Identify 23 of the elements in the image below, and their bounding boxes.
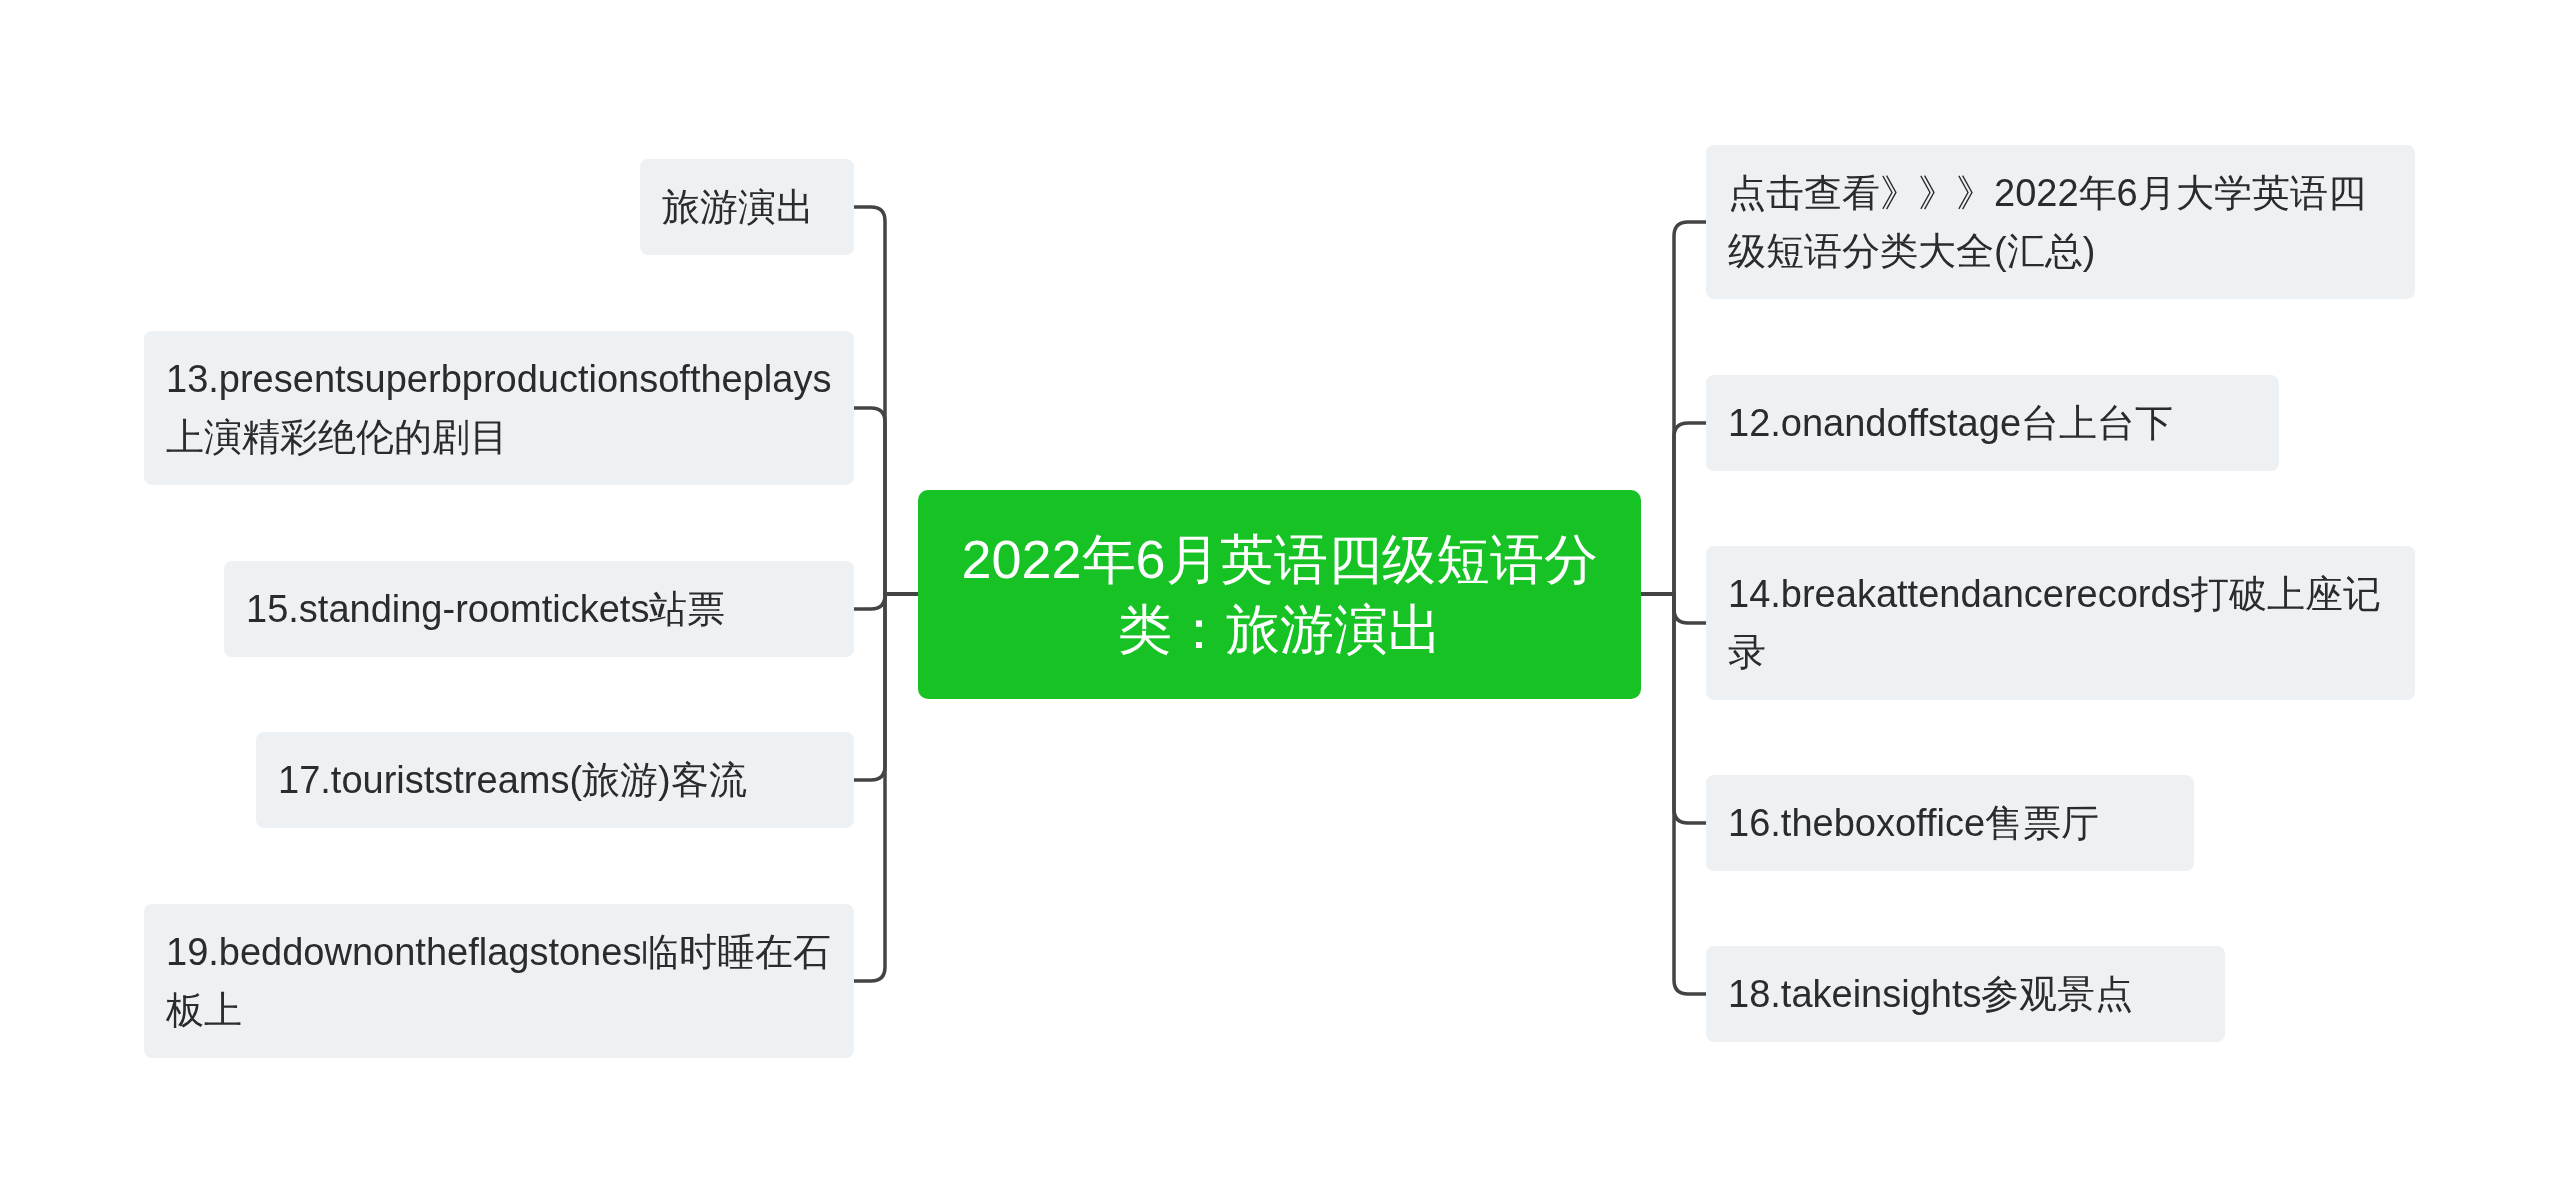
topic-text: 18.takeinsights参观景点 — [1728, 972, 2135, 1017]
topic-box — [640, 159, 854, 255]
topic-box — [1706, 145, 2415, 299]
topic-box — [1706, 375, 2279, 471]
topic-text: 13.presentsuperbproductionsoftheplays上演精彩绝伦的剧目 — [166, 357, 832, 460]
topic-text: 16.theboxoffice售票厅 — [1728, 801, 2101, 846]
topic-box — [256, 732, 854, 828]
topic-text: 14.breakattendancerecords打破上座记录 — [1728, 572, 2382, 675]
topic-text: 旅游演出 — [662, 185, 815, 230]
topic-text: 17.touriststreams(旅游)客流 — [278, 758, 748, 803]
connector-line — [1641, 592, 1706, 996]
topic-text: 12.onandoffstage台上台下 — [1728, 401, 2174, 446]
topic-text: 15.standing-roomtickets站票 — [246, 587, 727, 632]
central-topic-text: 2022年6月英语四级短语分类：旅游演出 — [960, 528, 1599, 661]
topic-box — [1706, 775, 2194, 871]
topic-box — [224, 561, 854, 657]
topic-box — [1706, 546, 2415, 700]
topic-text: 点击查看》》》2022年6月大学英语四级短语分类大全(汇总) — [1728, 171, 2367, 274]
topic-box — [144, 331, 854, 485]
topic-text: 19.beddownontheflagstones临时睡在石板上 — [166, 930, 832, 1033]
topic-box — [144, 904, 854, 1058]
topic-box — [1706, 946, 2225, 1042]
central-topic-box — [918, 489, 1641, 699]
